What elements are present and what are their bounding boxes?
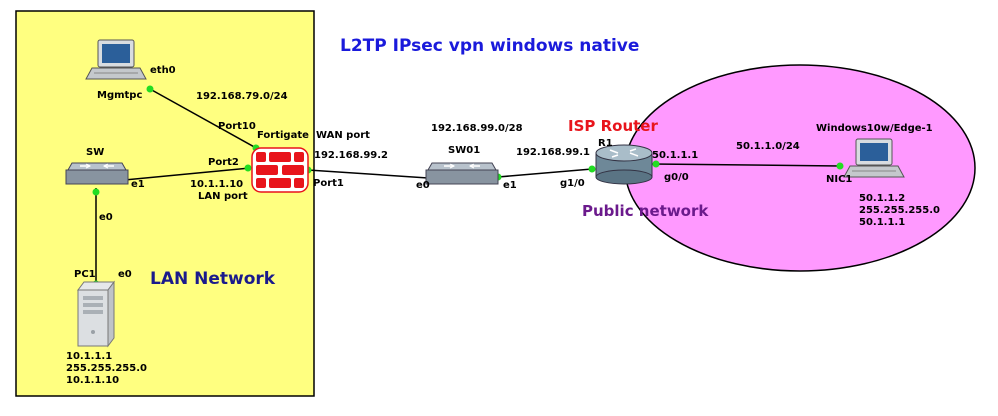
fortigate-device[interactable]	[251, 147, 309, 193]
win10-device[interactable]	[843, 138, 905, 178]
pc1-name: PC1	[74, 269, 96, 280]
link-sw01-r1[interactable]	[497, 168, 593, 178]
public-zone-label: Public network	[582, 202, 709, 220]
port-label-sw-e0: e0	[99, 212, 113, 223]
public-subnet-label: 50.1.1.0/24	[736, 141, 800, 152]
router-icon	[595, 144, 653, 185]
sw-device[interactable]	[65, 162, 129, 185]
port-label-mgmt-eth0: eth0	[150, 65, 176, 76]
win10-gateway: 50.1.1.1	[859, 217, 905, 228]
port-label-r1-g10: g1/0	[560, 178, 585, 189]
firewall-icon	[251, 147, 309, 193]
sw01-name: SW01	[448, 145, 480, 156]
sw01-device[interactable]	[425, 162, 499, 185]
link-fortigate-sw01[interactable]	[307, 169, 429, 179]
pc1-gateway: 10.1.1.10	[66, 375, 119, 386]
link-mgmtpc-fortigate[interactable]	[149, 88, 259, 150]
port-dot-sw-e0	[92, 188, 100, 196]
port-dot-fg-port2	[244, 164, 252, 172]
wan-port-label: WAN port	[316, 130, 370, 141]
port-label-sw-e1: e1	[131, 179, 145, 190]
links	[95, 88, 841, 284]
mgmtpc-name: Mgmtpc	[97, 90, 142, 101]
win10-ip: 50.1.1.2	[859, 193, 905, 204]
isp-inside-ip-label: 192.168.99.1	[516, 147, 590, 158]
isp-router-label: ISP Router	[568, 117, 658, 135]
mgmtpc-device[interactable]	[85, 39, 147, 80]
link-r1-win10[interactable]	[651, 163, 841, 167]
win10-name: Windows10w/Edge-1	[816, 123, 933, 134]
diagram-title: L2TP IPsec vpn windows native	[340, 36, 639, 56]
switch-icon	[425, 162, 499, 185]
mgmt-subnet-label: 192.168.79.0/24	[196, 91, 288, 102]
public-zone	[624, 64, 976, 272]
port-dot-mgmt-eth0	[146, 85, 154, 93]
port-label-r1-g00: g0/0	[664, 172, 689, 183]
lan-ip-label: 10.1.1.10	[190, 179, 243, 190]
lan-zone-label: LAN Network	[150, 269, 276, 289]
port-dot-r1-g10	[588, 165, 596, 173]
port-label-fg-port10: Port10	[218, 121, 256, 132]
pc1-ip: 10.1.1.1	[66, 351, 112, 362]
sw-name: SW	[86, 147, 104, 158]
laptop-icon	[843, 138, 905, 178]
isp-outside-ip-label: 50.1.1.1	[652, 150, 698, 161]
port-dot-win-nic1	[836, 162, 844, 170]
port-label-fg-port2: Port2	[208, 157, 239, 168]
link-sw-fortigate[interactable]	[123, 167, 251, 181]
port-label-pc1-e0: e0	[118, 269, 132, 280]
switch-icon	[65, 162, 129, 185]
win10-mask: 255.255.255.0	[859, 205, 940, 216]
r1-device[interactable]	[595, 144, 653, 185]
pc1-mask: 255.255.255.0	[66, 363, 147, 374]
port-label-sw01-e1: e1	[503, 180, 517, 191]
r1-name: R1	[598, 138, 613, 149]
wan-subnet-label: 192.168.99.0/28	[431, 123, 523, 134]
port-label-win-nic1: NIC1	[826, 174, 852, 185]
server-tower-icon	[77, 280, 115, 348]
laptop-icon	[85, 39, 147, 80]
port-label-sw01-e0: e0	[416, 180, 430, 191]
port-label-fg-port1: Port1	[313, 178, 344, 189]
wan-ip-label: 192.168.99.2	[314, 150, 388, 161]
pc1-device[interactable]	[77, 280, 115, 348]
lan-port-label: LAN port	[198, 191, 248, 202]
port-dot-r1-g00	[652, 160, 660, 168]
lan-zone	[15, 10, 315, 397]
fortigate-name: Fortigate	[257, 130, 309, 141]
